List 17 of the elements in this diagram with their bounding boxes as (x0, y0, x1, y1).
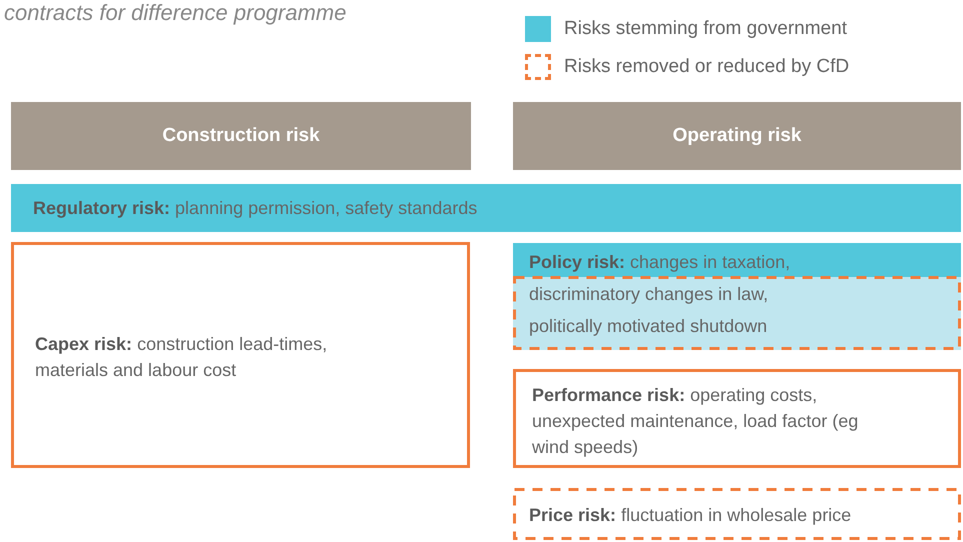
risk-box (513, 488, 961, 540)
column-header (11, 102, 471, 170)
risk-description: Price risk: fluctuation in wholesale price (529, 504, 852, 527)
column-header (513, 102, 961, 170)
legend-text: Risks stemming from government (564, 17, 847, 41)
risk-description: Regulatory risk: planning permission, safety standards (33, 197, 478, 220)
risk-band (11, 184, 961, 232)
risk-box (513, 369, 961, 468)
risk-description: Capex risk: construction lead-times, materials and labour cost (35, 333, 328, 382)
legend-text: Risks removed or reduced by CfD (564, 55, 850, 79)
header-text: Operating risk (672, 124, 802, 148)
risk-box (11, 242, 470, 468)
header-text: Construction risk (162, 124, 320, 148)
risk-description: Performance risk: operating costs, unexpected maintenance, load factor (eg wind speeds) (532, 384, 860, 459)
title: contracts for difference programme (4, 0, 346, 26)
risk-box (513, 243, 961, 350)
risk-description: Policy risk: changes in taxation, discriminatory changes in law, politically motivated shutdown (529, 251, 792, 338)
